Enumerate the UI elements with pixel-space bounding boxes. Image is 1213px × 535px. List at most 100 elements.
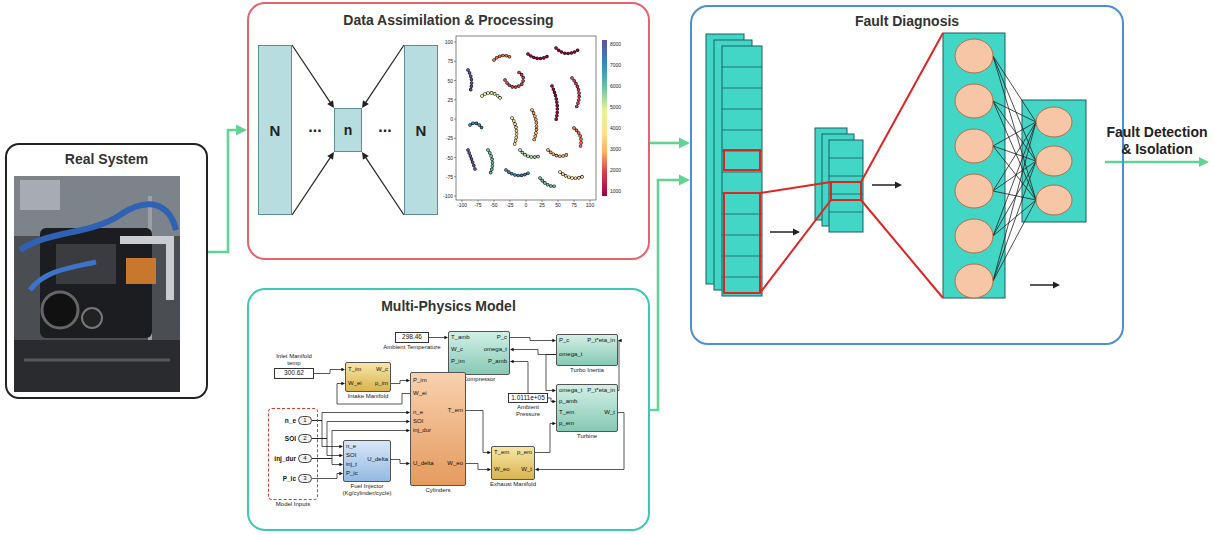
- constant-block: 298.46Ambient Temperature: [395, 332, 429, 343]
- signal-wire: [466, 464, 491, 472]
- axis-tick: 100: [580, 202, 600, 208]
- connector-line: [292, 45, 331, 103]
- panel-box: Real System: [5, 143, 208, 399]
- constant-value: 300.62: [284, 370, 304, 377]
- ellipsis: ...: [296, 119, 334, 135]
- connector-line: [429, 337, 445, 338]
- arrow-head: [510, 360, 514, 364]
- signal-wire: [312, 411, 410, 421]
- port-label: P_amb: [488, 358, 507, 365]
- signal-wire: [312, 420, 410, 439]
- arrow-head: [618, 339, 622, 343]
- tsne-scatter: [528, 54, 548, 59]
- signal-wire: [548, 398, 556, 403]
- port-label: p_em: [517, 449, 532, 456]
- tsne-scatter: [470, 123, 482, 128]
- cnn-illustration: [943, 33, 1005, 298]
- port-label: p_em: [559, 420, 574, 427]
- port-label: W_t: [521, 466, 532, 473]
- engine-photo: [14, 340, 180, 392]
- cnn-illustration: [1036, 146, 1072, 176]
- ellipsis: ...: [366, 119, 404, 135]
- signal-wire: [466, 411, 491, 455]
- axis-tick: 75: [564, 202, 584, 208]
- tsne-scatter: [560, 172, 584, 178]
- signal-wire: [312, 459, 343, 467]
- arrow-head: [679, 138, 690, 149]
- panel-title: Data Assimilation & Processing: [249, 12, 648, 28]
- port-label: W_c: [451, 346, 463, 353]
- colorbar-tick: 8000: [610, 41, 628, 47]
- arrow-head: [236, 125, 247, 136]
- tsne-scatter: [468, 70, 472, 92]
- tsne-scatter: [488, 150, 493, 174]
- axis-tick: 50: [433, 78, 453, 84]
- axis-tick: -75: [468, 202, 488, 208]
- cnn-illustration: [724, 193, 760, 293]
- tsne-scatter: [505, 72, 523, 87]
- arrow-head: [535, 468, 539, 472]
- layer-label: N: [270, 123, 281, 138]
- signal-wire: [312, 439, 343, 458]
- tsne-scatter: [512, 118, 517, 146]
- tsne-scatter: [520, 150, 540, 157]
- tsne-scatter: [560, 172, 584, 178]
- engine-photo: [120, 240, 170, 300]
- layer-arrow: [292, 45, 334, 215]
- inport-block: P_ic3: [298, 474, 312, 483]
- signal-wire: [391, 379, 410, 384]
- port-label: U_delta: [367, 456, 388, 463]
- layer-arrow: [362, 45, 404, 215]
- flow-arrow: [650, 175, 690, 411]
- input-group: Model Inputsn_e1SOI2inj_dur4P_ic3: [268, 408, 318, 500]
- connector-line: [510, 338, 553, 341]
- tsne-scatter: [556, 48, 578, 54]
- cnn-illustration: [1036, 107, 1072, 137]
- connector-line: [312, 459, 340, 465]
- tsne-scatter: [528, 54, 548, 59]
- arrow-head: [510, 348, 514, 352]
- tsne-scatter: [532, 110, 537, 140]
- port-label: P_c: [497, 334, 507, 341]
- tsne-scatter: [454, 42, 590, 202]
- cnn-illustration: [955, 219, 993, 253]
- tsne-scatter: [456, 36, 596, 200]
- block-name: Cylinders: [425, 487, 450, 494]
- layer-label: n: [344, 123, 353, 137]
- signal-wire: [618, 339, 622, 391]
- cnn-illustration: [760, 33, 943, 298]
- tsne-scatter: [520, 150, 540, 157]
- colorbar-tick: 4000: [610, 125, 628, 131]
- connector-line: [535, 424, 553, 453]
- subsystem-block: Turbineomega_tp_ambT_emp_emP_t*eta_inW_t: [556, 384, 618, 432]
- cnn-illustration: [724, 150, 760, 170]
- connector-line: [391, 381, 407, 384]
- connector-line: [365, 157, 404, 215]
- tsne-scatter: [482, 93, 502, 100]
- port-label: inj_t: [346, 461, 357, 468]
- signal-name: P_ic: [283, 474, 296, 483]
- colorbar-tick: 2000: [610, 167, 628, 173]
- connector-line: [650, 180, 681, 410]
- axis-tick: -50: [433, 155, 453, 161]
- subsystem-block: CylindersP_imW_ein_eSOIinj_durU_deltaT_e…: [410, 372, 466, 486]
- tsne-scatter: [494, 55, 512, 60]
- connector-line: [312, 474, 340, 479]
- block-name: Inlet Manifold temp: [270, 353, 318, 367]
- tsne-scatter: [532, 110, 537, 140]
- port-number: 4: [303, 455, 306, 462]
- port-label: n_e: [413, 409, 423, 416]
- inport-block: n_e1: [298, 416, 312, 425]
- arrow-head: [327, 100, 334, 108]
- axis-tick: -25: [433, 135, 453, 141]
- signal-wire: [391, 460, 410, 466]
- port-label: P_t*eta_in: [587, 337, 615, 344]
- cnn-illustration: [722, 67, 863, 277]
- axis-tick: -75: [433, 174, 453, 180]
- output-label: Fault Detection & Isolation: [1105, 124, 1209, 158]
- tsne-scatter: [572, 78, 579, 108]
- engine-photo: [14, 176, 180, 392]
- axis-tick: 0: [516, 202, 536, 208]
- tsne-scatter: [468, 70, 472, 92]
- signal-wire: [510, 338, 556, 343]
